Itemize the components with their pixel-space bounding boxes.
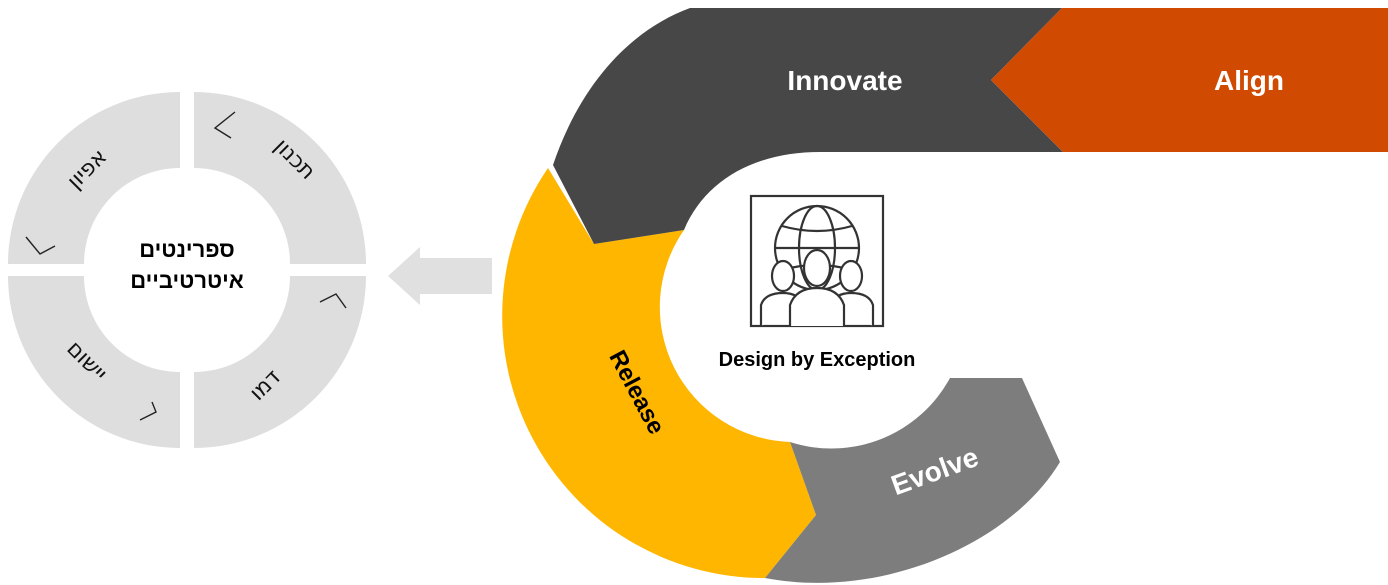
chevron-icon [319,293,347,309]
sprint-center-line1: ספרינטים [139,237,234,262]
label-align: Align [1214,65,1284,96]
segment-align [991,8,1388,152]
center-label: Design by Exception [719,349,916,371]
ring-segment-implementation [8,276,180,448]
arrow-left-icon [388,247,492,305]
cycle-diagram: Align Innovate Release Evolve Design by … [502,8,1388,583]
ring-segment-simulation [194,276,366,448]
globe-people-icon [749,194,885,328]
segment-release [502,168,816,579]
ring-segment-optimization [8,92,180,264]
chevron-icon [25,236,56,255]
sprint-center-line2: איטרטיביים [130,268,244,293]
sprint-ring: תכנון דמו יישום אפיון ספרינטים איטרטיביי… [8,92,366,448]
chevron-icon [213,111,236,139]
ring-segment-planning [194,92,366,264]
segment-innovate [553,8,1063,244]
label-innovate: Innovate [787,65,902,96]
chevron-icon [139,401,157,421]
segment-evolve [765,378,1060,583]
